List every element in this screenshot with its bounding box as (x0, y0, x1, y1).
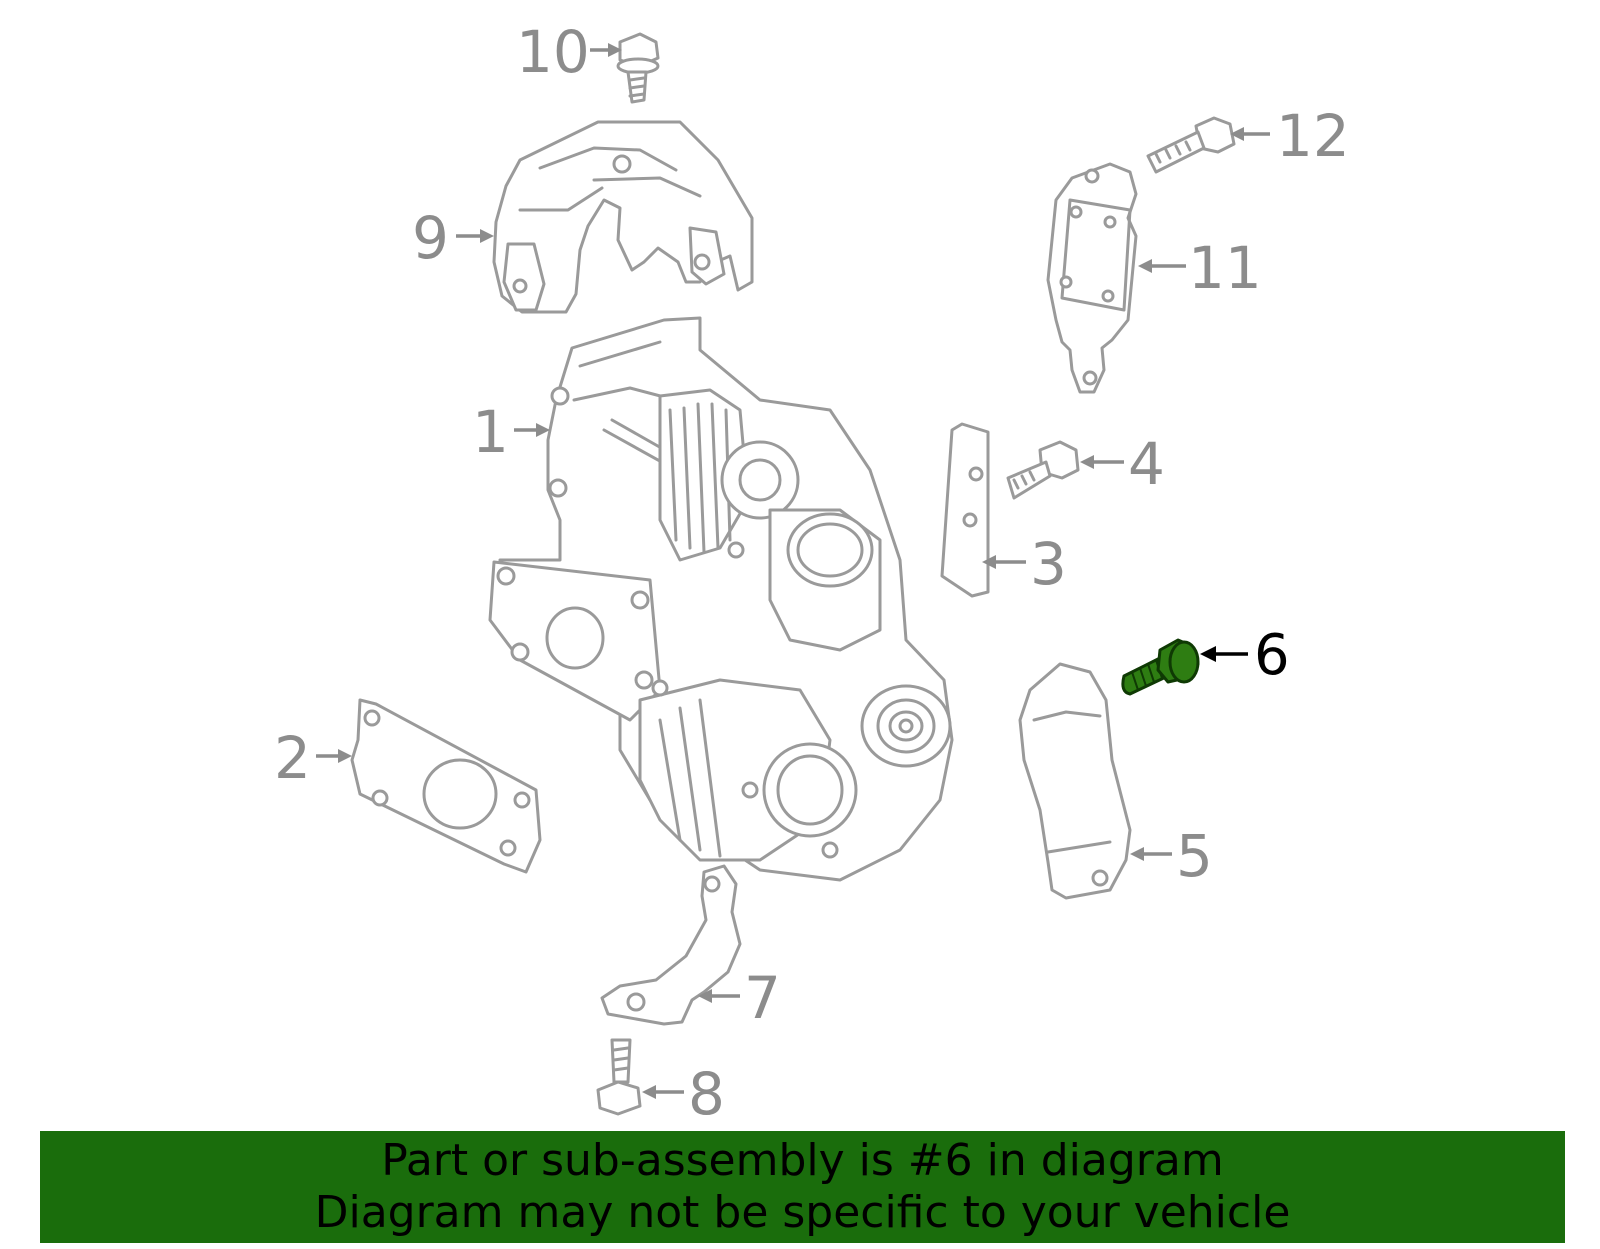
part-11-bracket[interactable] (1046, 162, 1138, 394)
callout-1[interactable]: 1 (472, 398, 509, 466)
callout-4[interactable]: 4 (1128, 430, 1165, 498)
callout-leaders (316, 43, 1270, 1099)
callout-9[interactable]: 9 (412, 204, 449, 272)
callout-7[interactable]: 7 (744, 964, 781, 1032)
banner-line-part: Part or sub-assembly is #6 in diagram (381, 1135, 1224, 1186)
part-7-bracket[interactable] (600, 864, 742, 1026)
callout-11[interactable]: 11 (1188, 234, 1262, 302)
callout-12[interactable]: 12 (1276, 102, 1350, 170)
banner-line-disclaimer: Diagram may not be specific to your vehi… (314, 1187, 1291, 1238)
callout-10[interactable]: 10 (516, 18, 590, 86)
part-9-heat-shield[interactable] (492, 120, 754, 314)
part-3-gasket[interactable] (940, 422, 990, 598)
part-12-bolt[interactable] (1146, 116, 1236, 174)
callout-5[interactable]: 5 (1176, 822, 1213, 890)
callout-8[interactable]: 8 (688, 1060, 725, 1128)
info-banner: Part or sub-assembly is #6 in diagram Di… (40, 1131, 1565, 1243)
callout-2[interactable]: 2 (274, 724, 311, 792)
part-4-bolt[interactable] (1006, 440, 1080, 500)
callout-3[interactable]: 3 (1030, 530, 1067, 598)
callout-labels: 10 9 1 2 3 4 5 6 7 8 11 12 (274, 18, 1350, 1128)
part-2-gasket[interactable] (350, 698, 542, 874)
callout-6[interactable]: 6 (1254, 623, 1290, 688)
part-10-bolt[interactable] (616, 32, 660, 104)
part-6-bolt-highlighted[interactable] (1121, 638, 1200, 696)
part-8-bolt[interactable] (596, 1038, 642, 1116)
part-1-turbocharger[interactable] (488, 316, 954, 882)
part-5-heat-shield[interactable] (1018, 662, 1132, 900)
